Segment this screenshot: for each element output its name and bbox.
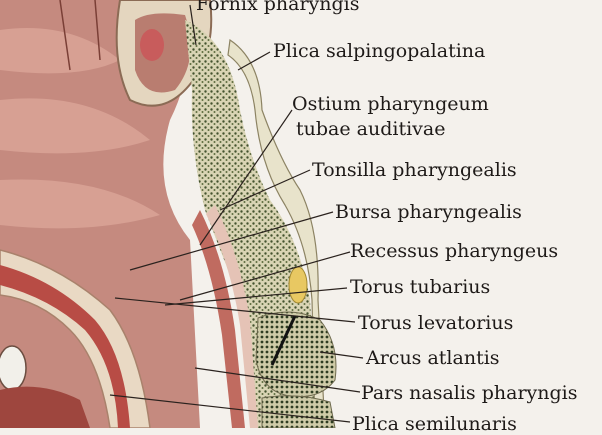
dens-line (270, 315, 297, 366)
label-arcus-atlantis: Arcus atlantis (366, 347, 500, 369)
label-plica-salpingopalatina: Plica salpingopalatina (273, 40, 486, 62)
muscle-stripe (206, 205, 258, 428)
label-pars-nasalis-pharyngis: Pars nasalis pharyngis (361, 382, 578, 404)
leader-pars (194, 367, 361, 393)
label-torus-tubarius: Torus tubarius (350, 276, 491, 298)
label-torus-levatorius: Torus levatorius (358, 312, 514, 334)
label-recessus-pharyngeus: Recessus pharyngeus (350, 240, 559, 262)
label-tubae-auditivae: tubae auditivae (296, 118, 446, 140)
leader-arcus (319, 351, 364, 359)
axis-vertebra (261, 395, 336, 428)
leader-torus-tub (164, 287, 348, 306)
palate-muscle (0, 265, 130, 428)
label-fornix-pharyngis: Fornix pharyngis (196, 0, 360, 15)
leader-ostium (199, 109, 293, 246)
label-ostium-pharyngeum: Ostium pharyngeum (292, 93, 489, 115)
torus-tubarius-shape (288, 266, 308, 304)
leader-tonsilla (219, 169, 311, 211)
label-bursa-pharyngealis: Bursa pharyngealis (335, 201, 522, 223)
leader-plica-salp (237, 51, 271, 71)
leader-recessus (179, 251, 351, 301)
leader-lines (109, 4, 364, 423)
uvula-white (0, 345, 27, 391)
tongue-region (0, 386, 90, 428)
atlas-vertebra (255, 311, 337, 398)
label-plica-semilunaris: Plica semilunaris (352, 413, 517, 435)
leader-fornix (189, 4, 197, 46)
nasal-conchae (0, 28, 160, 229)
leader-bursa (129, 211, 334, 271)
sinus-spot (140, 29, 164, 61)
nasal-septum-lines (59, 0, 101, 71)
leader-plica-semi (109, 394, 351, 423)
label-tonsilla-pharyngealis: Tonsilla pharyngealis (312, 159, 517, 181)
leader-torus-lev (114, 297, 356, 323)
